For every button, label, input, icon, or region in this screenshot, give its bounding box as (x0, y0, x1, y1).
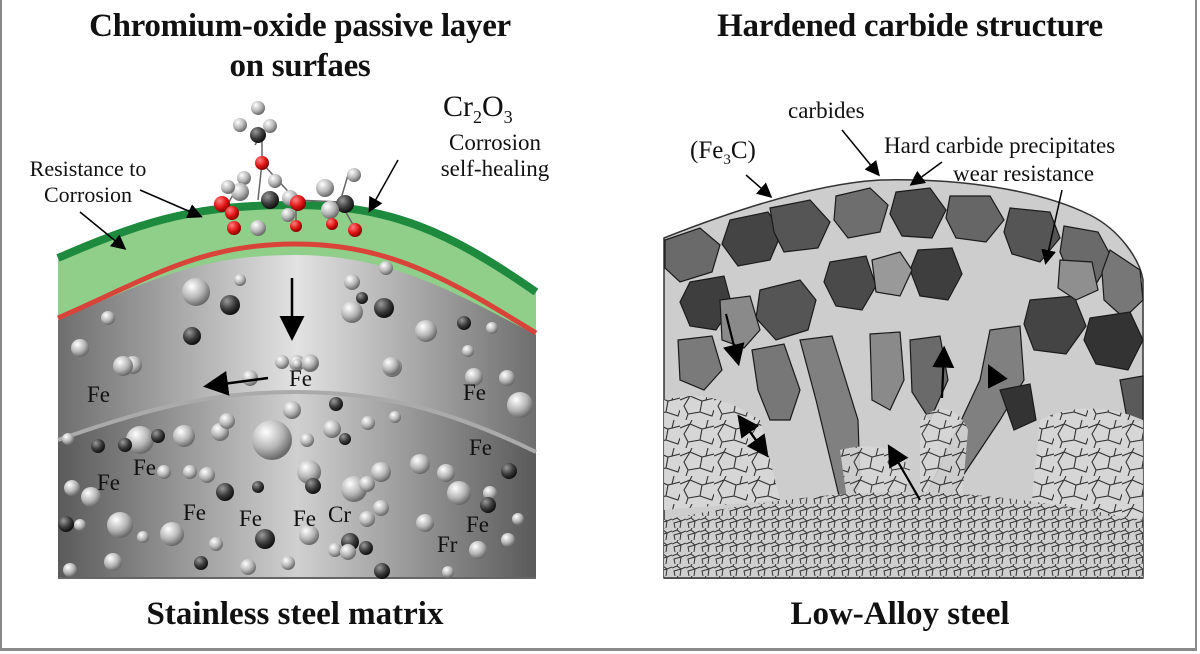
self-healing-label: Corrosion self-healing (430, 130, 560, 182)
element-label: Cr (328, 502, 351, 527)
formula-sub-2: 2 (473, 107, 482, 127)
element-label: Fe (183, 500, 206, 525)
right-caption: Low-Alloy steel (790, 596, 1010, 632)
cr2o3-molecules (214, 101, 362, 237)
resistance-label: Resistance to Corrosion (15, 156, 161, 208)
left-title-line1: Chromium-oxide passive layer (89, 8, 511, 44)
self-healing-line2: self-healing (440, 156, 550, 181)
element-label: Fe (466, 512, 489, 537)
right-title: Hardened carbide structure (717, 8, 1103, 44)
formula-sub-3: 3 (503, 107, 513, 127)
left-title: Chromium-oxide passive layer on surfaes (20, 6, 580, 86)
formula-o: O (482, 90, 504, 123)
resistance-line2: Corrosion (44, 182, 132, 207)
self-healing-line1: Corrosion (449, 130, 541, 155)
element-label: Fe (463, 380, 486, 405)
fe3c-label: (Fe3C) (690, 138, 756, 173)
fe3c-close: C) (730, 137, 756, 164)
fe3c-sub: 3 (723, 152, 731, 168)
formula-cr: Cr (443, 90, 473, 123)
element-label: Fe (239, 506, 262, 531)
left-caption: Stainless steel matrix (146, 596, 444, 632)
element-label: Fe (133, 455, 156, 480)
element-label: Fe (289, 366, 312, 391)
hard-carbide-label-line2: wear resistance (953, 161, 1095, 186)
hard-carbide-label-line1: Hard carbide precipitates (884, 133, 1116, 158)
left-title-line2: on surfaes (229, 48, 371, 84)
cr2o3-formula: Cr2O3 (443, 92, 513, 130)
element-label: Fe (87, 382, 110, 407)
fe3c-open: (Fe (690, 137, 724, 164)
carbides-label: carbides (788, 98, 865, 123)
resistance-line1: Resistance to (29, 156, 147, 181)
element-label: Fe (469, 435, 492, 460)
element-label: Fe (97, 470, 120, 495)
element-label: Fe (293, 506, 316, 531)
atoms (58, 261, 533, 579)
element-label: Fr (437, 532, 458, 557)
